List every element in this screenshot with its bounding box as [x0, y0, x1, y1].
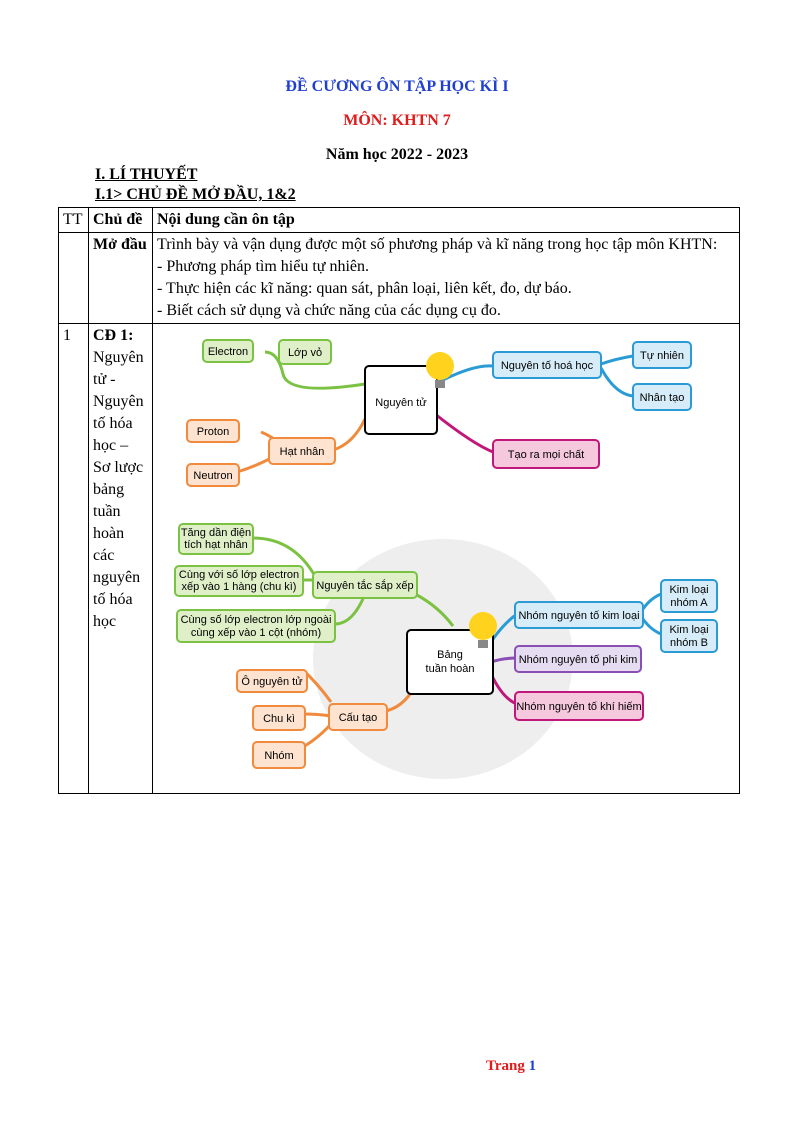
list-item: - Phương pháp tìm hiểu tự nhiên. — [157, 258, 370, 275]
mindmap-cell: Electron Lớp vỏ Proton Neutron Hạt nhân … — [152, 323, 740, 794]
node-khi-hiem-label: Nhóm nguyên tố khí hiếm — [516, 701, 641, 713]
page-number: 1 — [528, 1058, 537, 1074]
list-item: - Biết cách sử dụng và chức năng của các… — [157, 302, 501, 319]
node-nhom — [252, 741, 306, 769]
lightbulb-base-icon — [435, 380, 445, 388]
node-khi-hiem — [514, 691, 644, 721]
node-o-nguyen-tu — [236, 669, 308, 693]
node-tu-nhien — [632, 341, 692, 369]
content-list: - Phương pháp tìm hiểu tự nhiên. - Thực … — [157, 256, 735, 322]
node-bang-label-1: Bảng — [437, 649, 463, 661]
node-kl-b-label-1: Kim loại — [669, 624, 708, 636]
topic-text: Nguyên tử - Nguyên tố hóa học – Sơ lược … — [93, 349, 144, 630]
node-electron — [202, 339, 254, 363]
node-kl-a-label-1: Kim loại — [669, 584, 708, 596]
node-hat-nhan — [268, 437, 336, 465]
node-tu-nhien-label: Tự nhiên — [640, 350, 684, 362]
row-tt: 1 — [58, 323, 89, 794]
node-kl-a-label-2: nhóm A — [670, 597, 708, 609]
node-chu-ki — [252, 705, 306, 731]
node-neutron-label: Neutron — [193, 470, 232, 482]
node-nhan-tao-label: Nhân tạo — [640, 392, 685, 404]
subject-title: MÔN: KHTN 7 — [343, 112, 451, 129]
document-title: ĐỀ CƯƠNG ÔN TẬP HỌC KÌ I — [285, 78, 509, 95]
table-row: 1 CĐ 1: Nguyên tử - Nguyên tố hóa học – … — [58, 323, 740, 794]
node-cung-so-label-2: cùng xếp vào 1 cột (nhóm) — [191, 627, 321, 639]
node-nguyen-tu-label: Nguyên tử — [375, 397, 427, 409]
node-nguyen-tac-label: Nguyên tắc sắp xếp — [316, 579, 413, 592]
table-row: Mở đầu Trình bày và vận dụng được một số… — [58, 232, 740, 324]
section-heading-topic: I.1> CHỦ ĐỀ MỞ ĐẦU, 1&2 — [95, 186, 296, 203]
node-nguyen-tu — [364, 365, 438, 435]
row-content: Trình bày và vận dụng được một số phương… — [152, 232, 740, 324]
node-kl-b — [660, 619, 718, 653]
list-item: - Thực hiện các kĩ năng: quan sát, phân … — [157, 280, 572, 297]
page-footer: Trang 1 — [486, 1058, 536, 1075]
node-cung-voi-label-1: Cùng với số lớp electron — [179, 569, 299, 581]
node-lop-vo — [278, 339, 332, 365]
node-bang-tuan-hoan — [406, 629, 494, 695]
school-year: Năm học 2022 - 2023 — [325, 146, 469, 163]
node-tang-dan-label-2: tích hạt nhân — [184, 539, 248, 551]
node-lop-vo-label: Lớp vỏ — [288, 347, 322, 359]
lightbulb-icon — [469, 612, 497, 640]
node-nguyen-to-label: Nguyên tố hoá học — [501, 360, 594, 372]
page-label: Trang — [486, 1058, 525, 1074]
node-cau-tao — [328, 703, 388, 731]
header-tt: TT — [58, 207, 89, 233]
node-hat-nhan-label: Hạt nhân — [280, 446, 325, 458]
node-proton-label: Proton — [197, 426, 229, 438]
header-content: Nội dung cần ôn tập — [152, 207, 740, 233]
node-chu-ki-label: Chu kì — [263, 713, 295, 725]
node-cung-voi — [174, 565, 304, 597]
content-intro: Trình bày và vận dụng được một số phương… — [157, 236, 718, 253]
node-tang-dan-label-1: Tăng dần điện — [181, 527, 251, 539]
node-o-nguyen-tu-label: Ô nguyên tử — [241, 675, 303, 688]
content-table: TT Chủ đề Nội dung cần ôn tập Mở đầu Trì… — [58, 207, 740, 794]
node-kl-a — [660, 579, 718, 613]
header-topic: Chủ đề — [88, 207, 153, 233]
mindmap-figure: Electron Lớp vỏ Proton Neutron Hạt nhân … — [174, 339, 718, 779]
node-tao-ra — [492, 439, 600, 469]
topic-label: Mở đầu — [93, 236, 147, 253]
node-cau-tao-label: Cấu tạo — [339, 712, 378, 724]
node-nhan-tao — [632, 383, 692, 411]
node-nguyen-to — [492, 351, 602, 379]
node-phi-kim — [514, 645, 642, 673]
node-electron-label: Electron — [208, 346, 248, 358]
node-phi-kim-label: Nhóm nguyên tố phi kim — [519, 654, 638, 666]
node-kim-loai-label: Nhóm nguyên tố kim loại — [518, 610, 639, 622]
node-kl-b-label-2: nhóm B — [670, 637, 708, 649]
row-tt — [58, 232, 89, 324]
table-header-row: TT Chủ đề Nội dung cần ôn tập — [58, 207, 740, 233]
node-nhom-label: Nhóm — [264, 750, 293, 762]
section-heading-theory: I. LÍ THUYẾT — [95, 166, 198, 183]
node-cung-voi-label-2: xếp vào 1 hàng (chu kì) — [182, 581, 297, 593]
node-tang-dan — [178, 523, 254, 555]
node-bang-label-2: tuần hoàn — [426, 663, 475, 675]
row-topic: Mở đầu — [88, 232, 153, 324]
lightbulb-base-icon — [478, 640, 488, 648]
row-topic: CĐ 1: Nguyên tử - Nguyên tố hóa học – Sơ… — [88, 323, 153, 794]
node-tao-ra-label: Tạo ra mọi chất — [508, 449, 584, 461]
node-neutron — [186, 463, 240, 487]
node-kim-loai — [514, 601, 644, 629]
node-cung-so-label-1: Cùng số lớp electron lớp ngoài — [181, 614, 332, 626]
node-nguyen-tac — [312, 571, 418, 599]
topic-label: CĐ 1: — [93, 327, 134, 344]
lightbulb-icon — [426, 352, 454, 380]
node-proton — [186, 419, 240, 443]
node-cung-so — [176, 609, 336, 643]
